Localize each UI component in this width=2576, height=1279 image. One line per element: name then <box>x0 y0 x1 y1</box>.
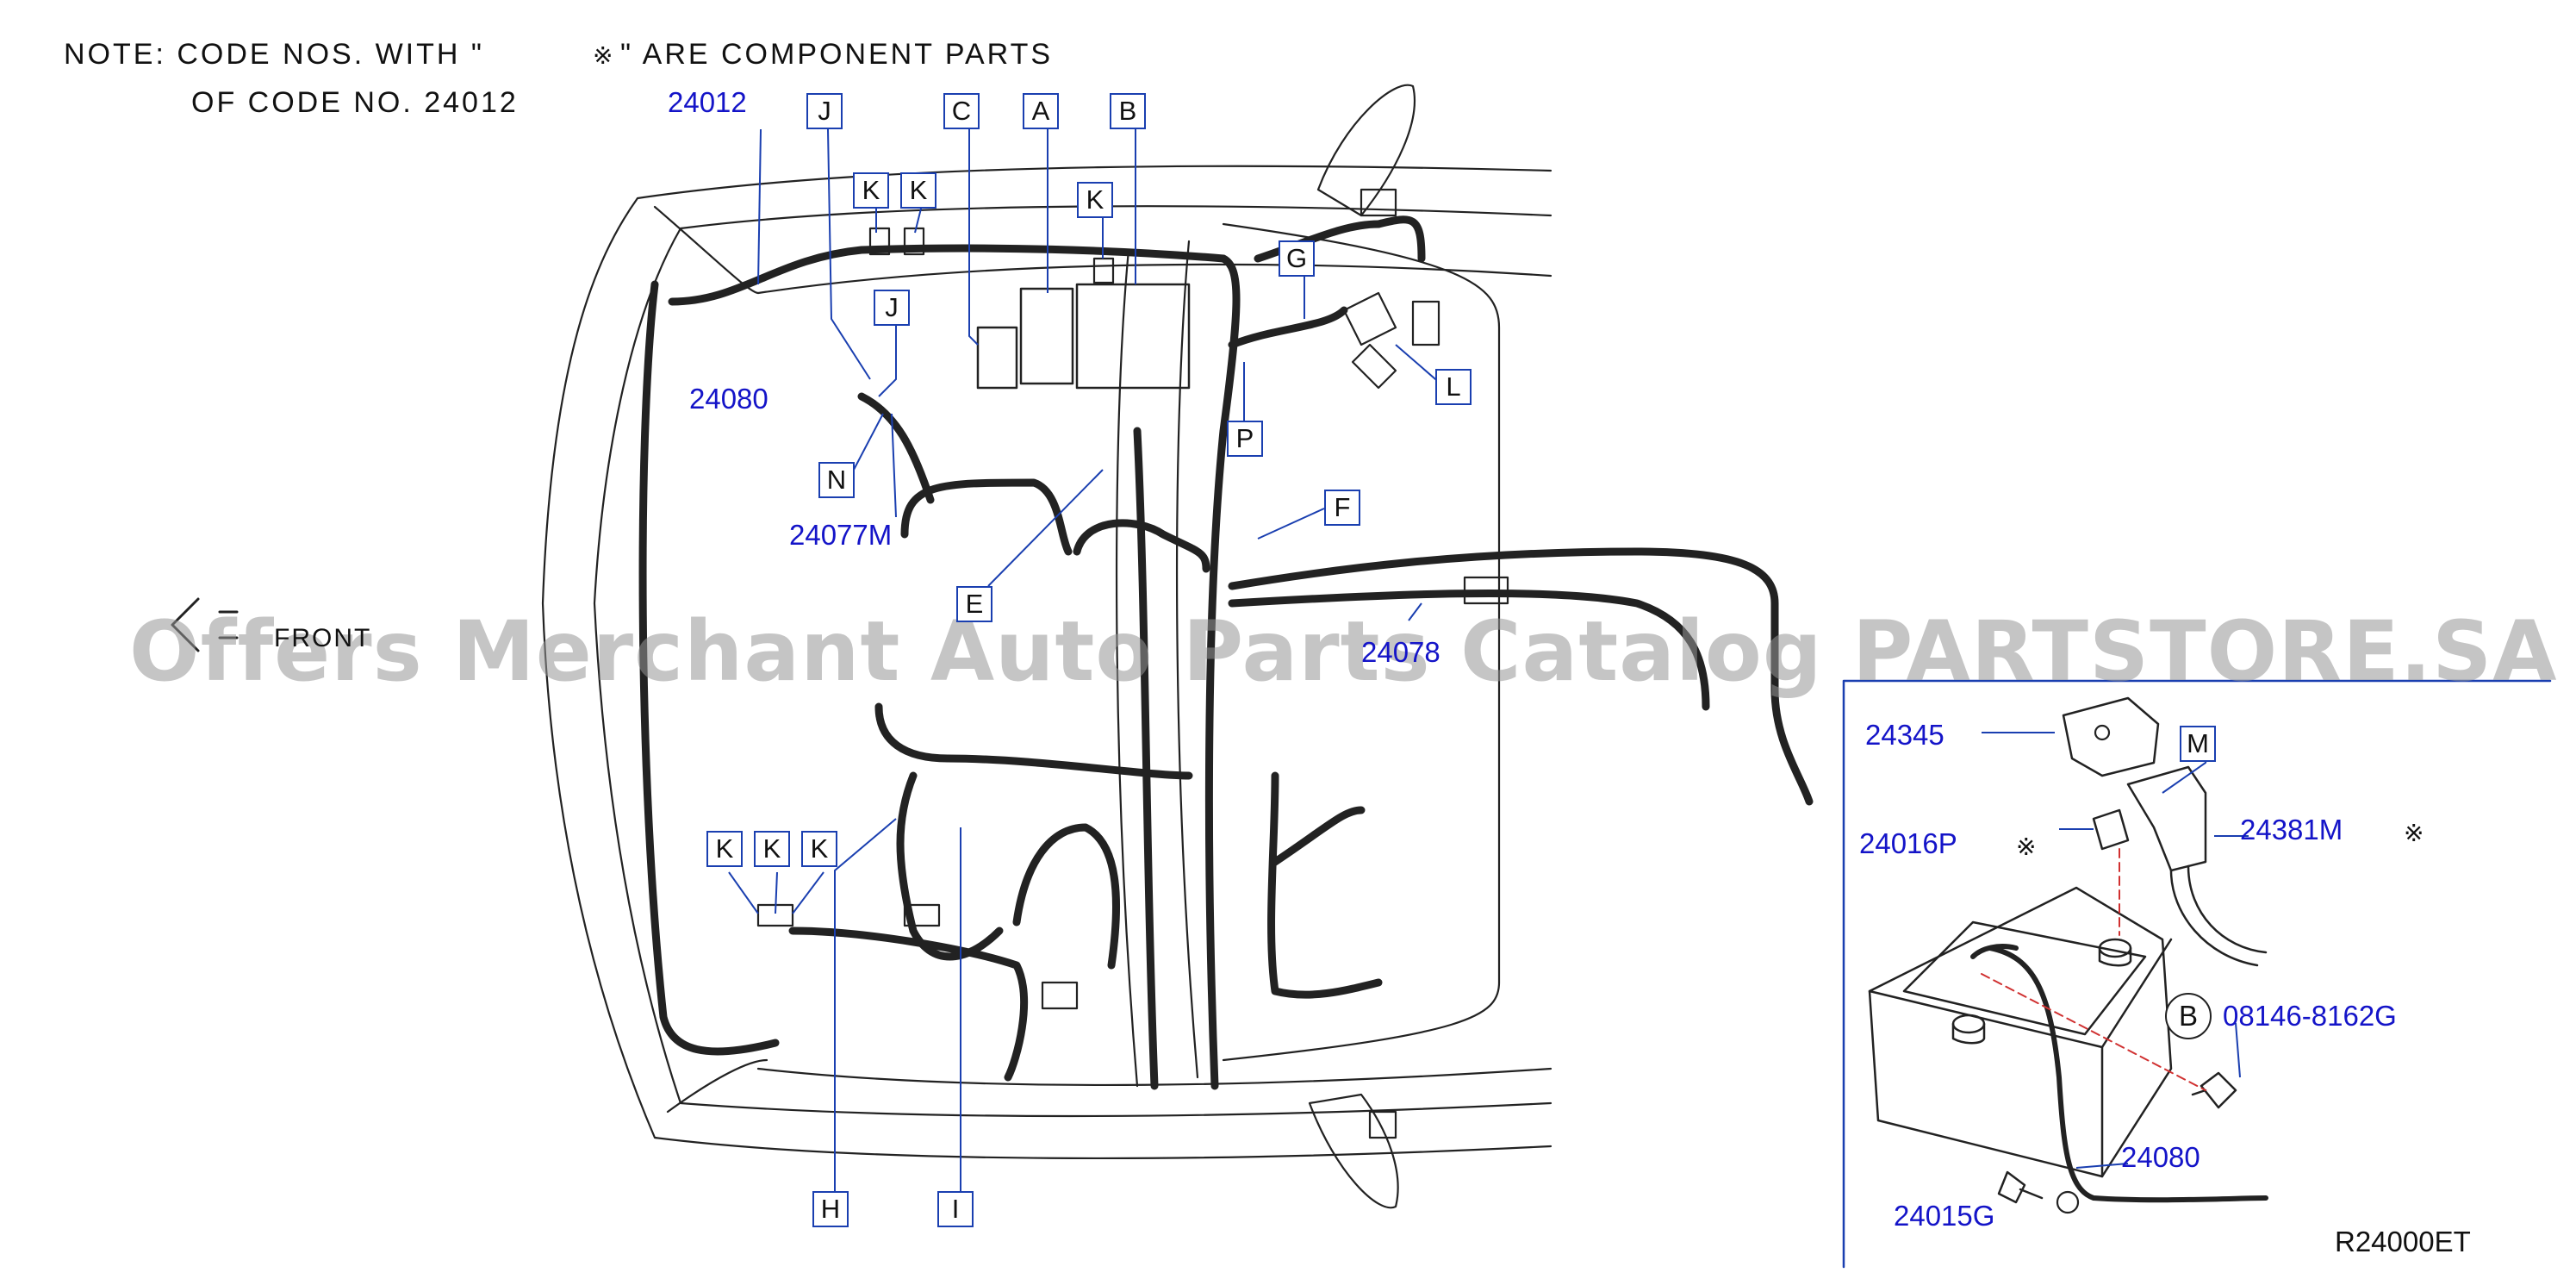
car-body-outline <box>541 165 1552 1160</box>
part-24080-left[interactable]: 24080 <box>689 383 768 415</box>
fender-line <box>1222 222 1501 1062</box>
callout-B[interactable]: B <box>1110 93 1146 129</box>
hood-crease <box>756 263 1552 1087</box>
diagram-reference: R24000ET <box>2335 1226 2471 1257</box>
terminal-24016P <box>2092 808 2130 851</box>
part-24016P[interactable]: 24016P <box>1859 827 1957 859</box>
component-mark-24016P: ※ <box>2016 833 2037 861</box>
mirror-bottom <box>1308 1093 1399 1209</box>
callout-C[interactable]: C <box>943 93 980 129</box>
cover-24345 <box>2062 696 2160 777</box>
bolt-08146 <box>2191 1071 2237 1109</box>
car-body-inner <box>593 205 1552 1118</box>
callout-M[interactable]: M <box>2180 726 2216 762</box>
note-line2: OF CODE NO. 24012 <box>191 86 519 119</box>
cable-24080 <box>1988 945 2268 1203</box>
terminal-24381M <box>2126 765 2207 872</box>
callout-E[interactable]: E <box>956 586 992 622</box>
callout-K5[interactable]: K <box>754 831 790 867</box>
callout-K6[interactable]: K <box>801 831 837 867</box>
callout-P[interactable]: P <box>1227 421 1263 457</box>
battery <box>1868 886 2173 1178</box>
part-24345[interactable]: 24345 <box>1865 719 1944 751</box>
part-24080-right[interactable]: 24080 <box>2121 1141 2200 1173</box>
watermark-text: Offers Merchant Auto Parts Catalog PARTS… <box>129 603 2558 700</box>
bolt-symbol-B: B <box>2165 993 2212 1039</box>
callout-F[interactable]: F <box>1324 490 1360 526</box>
callout-I[interactable]: I <box>937 1191 974 1227</box>
part-24077M[interactable]: 24077M <box>789 519 893 551</box>
callout-J-mid[interactable]: J <box>874 290 910 326</box>
part-24078[interactable]: 24078 <box>1361 636 1440 668</box>
radiator-support <box>1115 240 1199 1088</box>
callout-K3[interactable]: K <box>1077 182 1113 218</box>
callout-G[interactable]: G <box>1279 240 1315 277</box>
note-component-mark: ※ <box>593 41 613 70</box>
part-08146-8162G[interactable]: 08146-8162G <box>2223 1000 2397 1032</box>
relay-box-A <box>1019 287 1074 385</box>
callout-K4[interactable]: K <box>706 831 743 867</box>
callout-K2[interactable]: K <box>900 172 936 209</box>
part-24015G[interactable]: 24015G <box>1894 1200 1995 1232</box>
part-24381M[interactable]: 24381M <box>2240 814 2343 845</box>
inset-frame <box>1842 679 2552 1269</box>
windshield-curve <box>653 205 768 1114</box>
callout-L[interactable]: L <box>1435 369 1472 405</box>
callout-H[interactable]: H <box>812 1191 849 1227</box>
note-line1-left: NOTE: CODE NOS. WITH " <box>64 38 484 71</box>
callout-N[interactable]: N <box>818 462 855 498</box>
note-line1-right: " ARE COMPONENT PARTS <box>620 38 1054 71</box>
part-24012[interactable]: 24012 <box>668 86 747 118</box>
callout-A[interactable]: A <box>1023 93 1059 129</box>
front-label: FRONT <box>274 624 372 652</box>
callout-J-top[interactable]: J <box>806 93 843 129</box>
component-mark-24381M: ※ <box>2404 819 2424 847</box>
connector-C <box>976 326 1018 390</box>
bolt-24015G <box>1997 1170 2044 1204</box>
callout-K1[interactable]: K <box>853 172 889 209</box>
ecm-box-B <box>1075 283 1191 390</box>
mirror-top <box>1316 84 1416 217</box>
front-arrow <box>171 597 200 652</box>
